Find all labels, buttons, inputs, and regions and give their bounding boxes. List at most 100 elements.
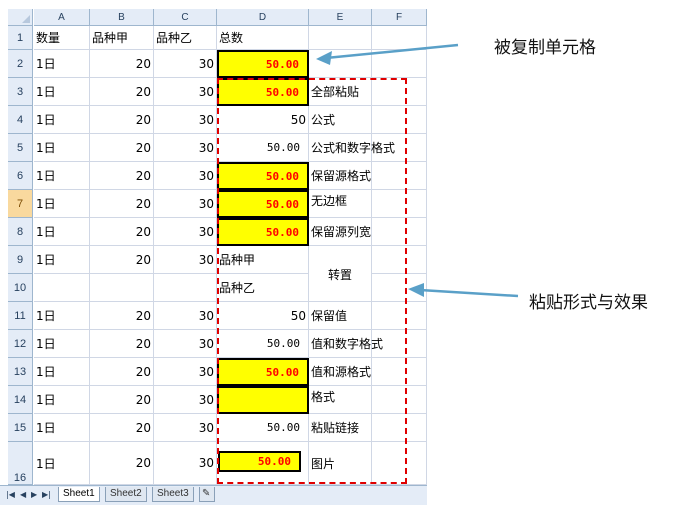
cell-a12[interactable]: 1日	[34, 330, 90, 358]
cell-e6[interactable]: 保留源格式	[309, 162, 372, 190]
pasted-picture[interactable]: 50.00	[218, 451, 301, 472]
cell-d15[interactable]: 50.00	[217, 414, 309, 442]
first-sheet-icon[interactable]: |◀	[6, 490, 15, 499]
cell-c8[interactable]: 30	[154, 218, 217, 246]
cell-c4[interactable]: 30	[154, 106, 217, 134]
cell-c3[interactable]: 30	[154, 78, 217, 106]
prev-sheet-icon[interactable]: ◀	[20, 490, 27, 499]
cell-a10[interactable]	[34, 274, 90, 302]
tab-sheet2[interactable]: Sheet2	[105, 487, 147, 502]
cell-e16[interactable]: 图片	[309, 442, 372, 485]
cell-c14[interactable]: 30	[154, 386, 217, 414]
cell-d6[interactable]: 50.00	[217, 162, 309, 190]
row-header-6[interactable]: 6	[8, 162, 33, 190]
cell-c12[interactable]: 30	[154, 330, 217, 358]
cell-d14[interactable]	[217, 386, 309, 414]
cell-a16[interactable]: 1日	[34, 442, 90, 485]
cell-d5[interactable]: 50.00	[217, 134, 309, 162]
cell-e10[interactable]	[309, 274, 372, 302]
cell-e13[interactable]: 值和源格式	[309, 358, 372, 386]
row-header-16[interactable]: 16	[8, 442, 33, 485]
cell-c15[interactable]: 30	[154, 414, 217, 442]
row-header-1[interactable]: 1	[8, 26, 33, 50]
row-header-2[interactable]: 2	[8, 50, 33, 78]
cell-b6[interactable]: 20	[90, 162, 154, 190]
cell-a1[interactable]: 数量	[34, 26, 90, 50]
cell-e15[interactable]: 粘贴链接	[309, 414, 372, 442]
cell-d8[interactable]: 50.00	[217, 218, 309, 246]
row-header-3[interactable]: 3	[8, 78, 33, 106]
cell-e4[interactable]: 公式	[309, 106, 372, 134]
cell-c6[interactable]: 30	[154, 162, 217, 190]
cell-c10[interactable]	[154, 274, 217, 302]
row-header-10[interactable]: 10	[8, 274, 33, 302]
cell-a13[interactable]: 1日	[34, 358, 90, 386]
cell-b4[interactable]: 20	[90, 106, 154, 134]
cell-f14[interactable]	[372, 386, 427, 414]
cell-e11[interactable]: 保留值	[309, 302, 372, 330]
cell-f7[interactable]	[372, 190, 427, 218]
cell-f6[interactable]	[372, 162, 427, 190]
cell-d11[interactable]: 50	[217, 302, 309, 330]
cell-b1[interactable]: 品种甲	[90, 26, 154, 50]
column-header-a[interactable]: A	[34, 9, 90, 26]
cell-b5[interactable]: 20	[90, 134, 154, 162]
cell-e14[interactable]: 格式	[309, 386, 372, 414]
cell-f8[interactable]	[372, 218, 427, 246]
row-header-13[interactable]: 13	[8, 358, 33, 386]
cell-b16[interactable]: 20	[90, 442, 154, 485]
cell-d3[interactable]: 50.00	[217, 78, 309, 106]
cell-f15[interactable]	[372, 414, 427, 442]
row-header-8[interactable]: 8	[8, 218, 33, 246]
cell-e12[interactable]: 值和数字格式	[309, 330, 383, 358]
cell-c11[interactable]: 30	[154, 302, 217, 330]
row-header-4[interactable]: 4	[8, 106, 33, 134]
cell-c1[interactable]: 品种乙	[154, 26, 217, 50]
cell-f16[interactable]	[372, 442, 427, 485]
cell-b14[interactable]: 20	[90, 386, 154, 414]
cell-b13[interactable]: 20	[90, 358, 154, 386]
cell-a8[interactable]: 1日	[34, 218, 90, 246]
row-header-14[interactable]: 14	[8, 386, 33, 414]
cell-a15[interactable]: 1日	[34, 414, 90, 442]
last-sheet-icon[interactable]: ▶|	[42, 490, 51, 499]
cell-d13[interactable]: 50.00	[217, 358, 309, 386]
next-sheet-icon[interactable]: ▶	[31, 490, 38, 499]
cell-b7[interactable]: 20	[90, 190, 154, 218]
cell-f9[interactable]	[372, 246, 427, 274]
cell-a3[interactable]: 1日	[34, 78, 90, 106]
cell-d12[interactable]: 50.00	[217, 330, 309, 358]
cell-d4[interactable]: 50	[217, 106, 309, 134]
cell-e3[interactable]: 全部粘贴	[309, 78, 372, 106]
cell-a7[interactable]: 1日	[34, 190, 90, 218]
cell-a6[interactable]: 1日	[34, 162, 90, 190]
row-header-15[interactable]: 15	[8, 414, 33, 442]
row-header-11[interactable]: 11	[8, 302, 33, 330]
cell-a11[interactable]: 1日	[34, 302, 90, 330]
cell-d1[interactable]: 总数	[217, 26, 309, 50]
cell-b9[interactable]: 20	[90, 246, 154, 274]
row-header-12[interactable]: 12	[8, 330, 33, 358]
cell-a9[interactable]: 1日	[34, 246, 90, 274]
cell-f11[interactable]	[372, 302, 427, 330]
cell-e7[interactable]: 无边框	[309, 190, 372, 218]
cell-e5[interactable]: 公式和数字格式	[309, 134, 395, 162]
row-header-7[interactable]: 7	[8, 190, 33, 218]
cell-b12[interactable]: 20	[90, 330, 154, 358]
cell-c9[interactable]: 30	[154, 246, 217, 274]
column-header-d[interactable]: D	[217, 9, 309, 26]
cell-f4[interactable]	[372, 106, 427, 134]
cell-c7[interactable]: 30	[154, 190, 217, 218]
cell-d7[interactable]: 50.00	[217, 190, 309, 218]
cell-d2[interactable]: 50.00	[217, 50, 309, 78]
cell-f5[interactable]	[372, 134, 427, 162]
column-header-f[interactable]: F	[372, 9, 427, 26]
row-header-5[interactable]: 5	[8, 134, 33, 162]
cell-a2[interactable]: 1日	[34, 50, 90, 78]
cell-c13[interactable]: 30	[154, 358, 217, 386]
cell-a14[interactable]: 1日	[34, 386, 90, 414]
cell-d10[interactable]: 品种乙	[217, 274, 309, 302]
cell-c2[interactable]: 30	[154, 50, 217, 78]
cell-d16[interactable]	[217, 442, 309, 485]
column-header-e[interactable]: E	[309, 9, 372, 26]
